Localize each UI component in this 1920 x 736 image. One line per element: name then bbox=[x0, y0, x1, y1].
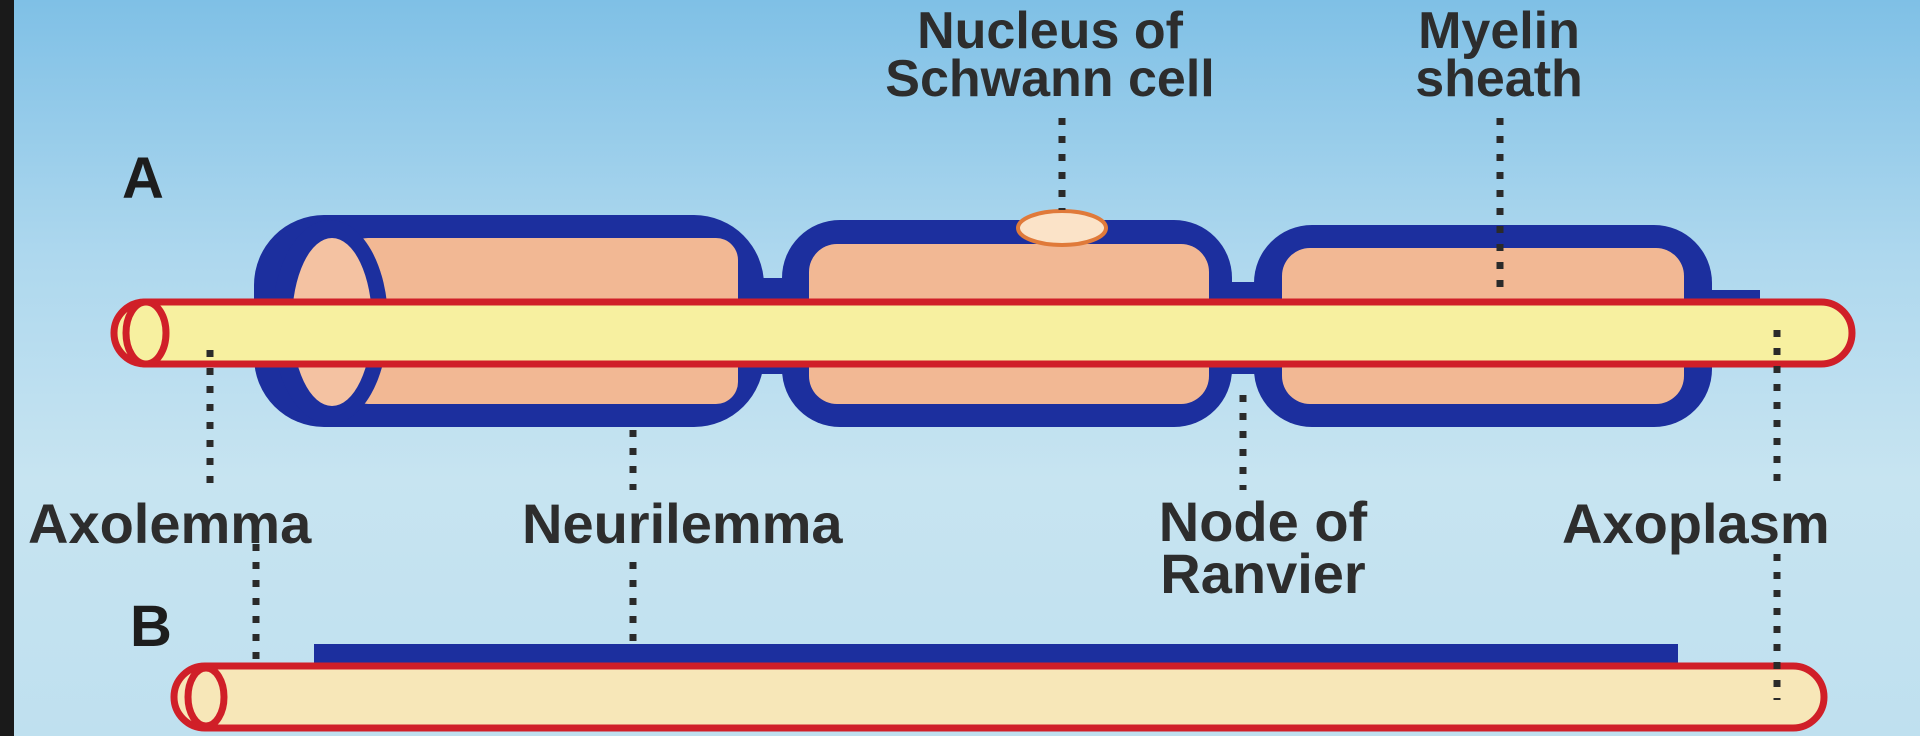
axon-tube-b bbox=[174, 666, 1824, 728]
axoplasm-label: Axoplasm bbox=[1562, 496, 1830, 552]
nucleus-label-line2: Schwann cell bbox=[790, 56, 1310, 104]
axon-end-b bbox=[188, 668, 224, 726]
axon-tube bbox=[114, 302, 1852, 364]
nucleus-of-schwann-cell-label: Nucleus of Schwann cell bbox=[790, 8, 1310, 104]
diagram-drawing bbox=[14, 0, 1920, 736]
node-label-line1: Node of bbox=[1122, 496, 1404, 548]
non-myelinated-fiber bbox=[174, 644, 1824, 728]
axon-end bbox=[126, 302, 166, 364]
nucleus-label-line1: Nucleus of bbox=[790, 8, 1310, 56]
figure-label-a: A bbox=[122, 150, 164, 208]
node-of-ranvier-label: Node of Ranvier bbox=[1122, 496, 1404, 599]
myelin-label-line1: Myelin bbox=[1354, 8, 1644, 56]
schwann-nucleus bbox=[1018, 211, 1106, 245]
figure-label-b: B bbox=[130, 598, 172, 656]
neurilemma-label: Neurilemma bbox=[522, 496, 843, 552]
node-label-line2: Ranvier bbox=[1122, 548, 1404, 600]
axolemma-label: Axolemma bbox=[28, 496, 311, 552]
myelinated-fiber bbox=[114, 211, 1852, 427]
myelin-sheath-label: Myelin sheath bbox=[1354, 8, 1644, 104]
nerve-fiber-diagram: A B Nucleus of Schwann cell Myelin sheat… bbox=[14, 0, 1920, 736]
myelin-label-line2: sheath bbox=[1354, 56, 1644, 104]
